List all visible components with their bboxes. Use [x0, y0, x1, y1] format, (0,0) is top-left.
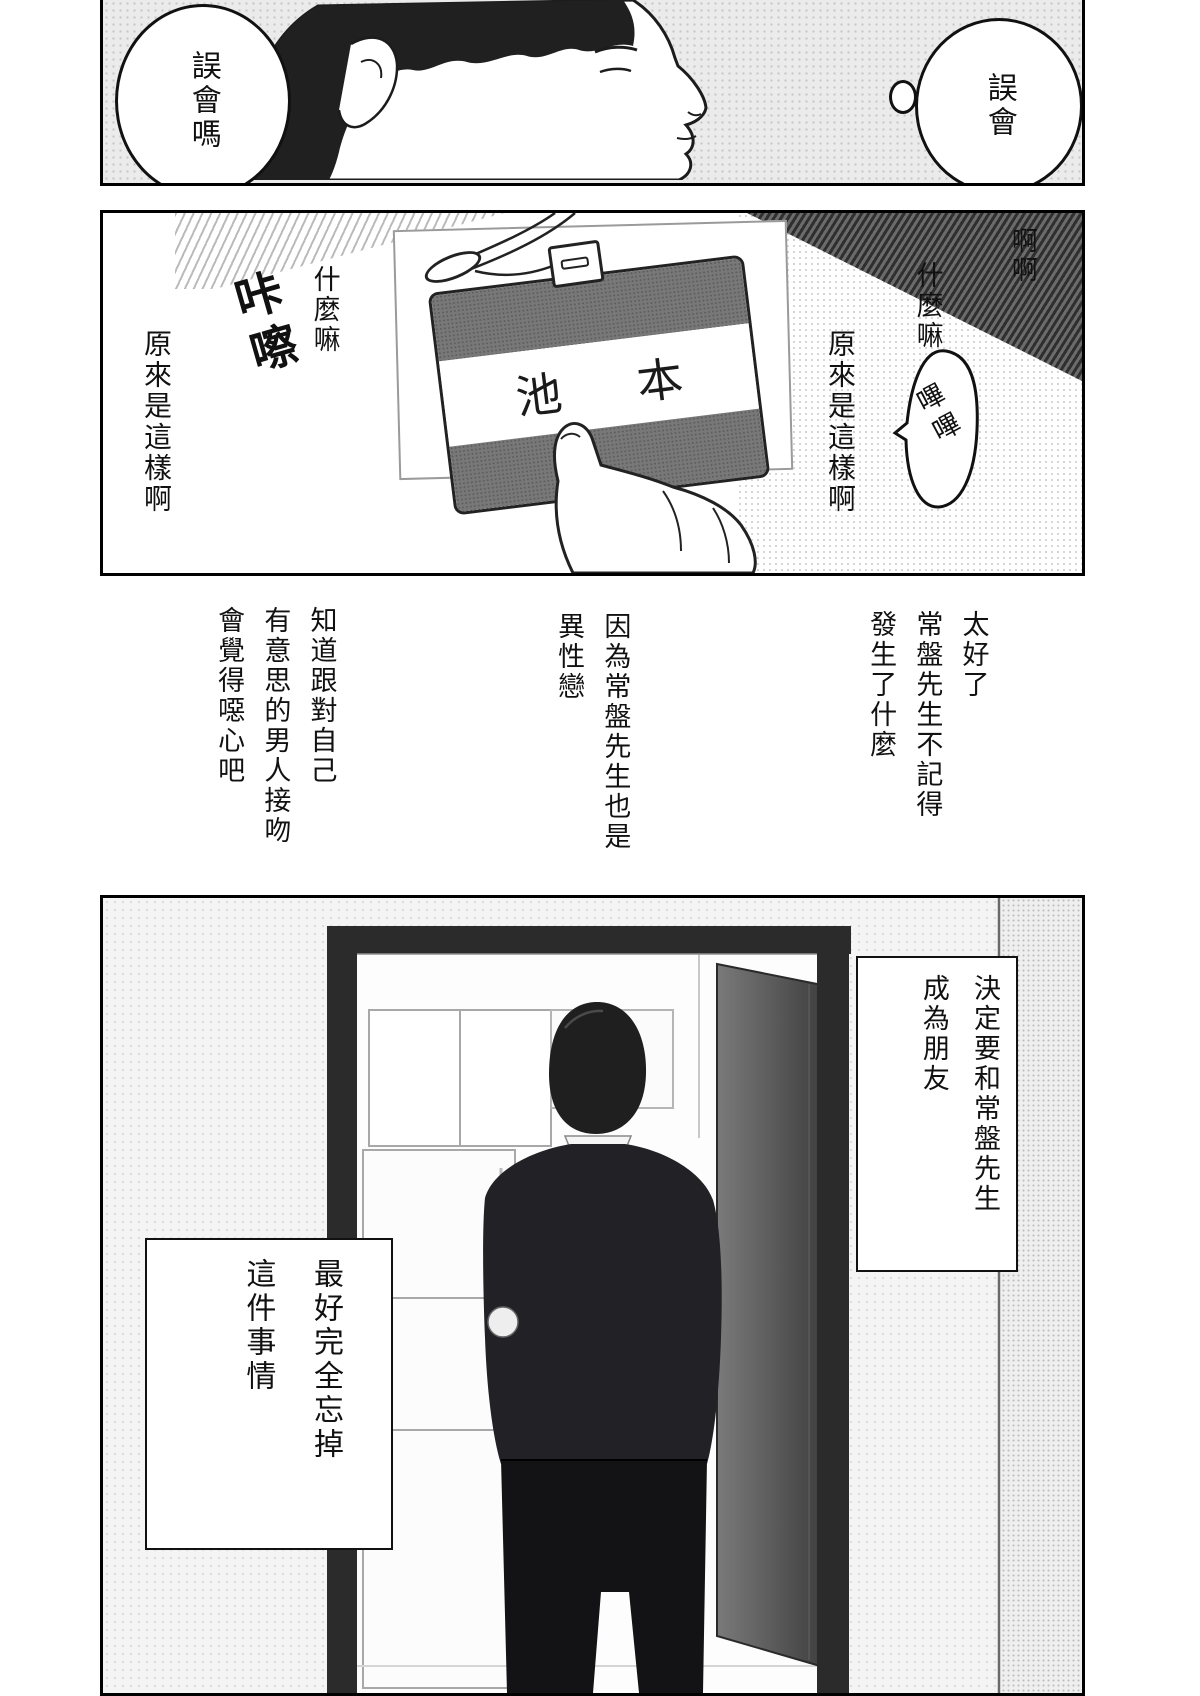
narration-right: 太好了 常盤先生不記得 發生了什麼 [852, 610, 991, 820]
narration-line: 會覺得噁心吧 [213, 606, 245, 786]
narration-line: 常盤先生不記得 [911, 610, 943, 820]
panel-1: 誤會嗎 誤會 [100, 0, 1085, 186]
speech-text-left: 誤會嗎 [185, 50, 221, 152]
sfx-ahah: 啊啊 [1007, 227, 1038, 285]
man-figure [483, 1002, 722, 1693]
hair [247, 0, 635, 180]
nostril [687, 111, 702, 117]
man-head [549, 1002, 647, 1134]
caption-line: 這件事情 [240, 1258, 276, 1394]
narration-middle: 因為常盤先生也是 異性戀 [540, 612, 632, 852]
face-profile-artwork [246, 0, 708, 180]
speech-bubble-left: 誤會嗎 [115, 4, 291, 183]
speech-bubble-right: 誤會 [915, 18, 1082, 183]
door-frame-right [817, 926, 849, 1693]
kitchen-doorway-artwork [327, 898, 1001, 1693]
door-frame-top [327, 926, 851, 954]
ear-inner-line [360, 59, 383, 79]
caption-line: 決定要和常盤先生 [969, 974, 1000, 1214]
beep-bubble-outline [892, 349, 979, 509]
narration-line: 知道跟對自己 [305, 606, 337, 786]
narration-left: 知道跟對自己 有意思的男人接吻 會覺得噁心吧 [200, 606, 339, 846]
cord-link [474, 263, 556, 276]
beep-bubble [892, 349, 979, 509]
caption-box-left: 最好完全忘掉 這件事情 [145, 1238, 393, 1550]
narration-line: 異性戀 [553, 612, 585, 702]
finger-line-1 [662, 490, 682, 552]
caption-line: 成為朋友 [917, 974, 949, 1094]
narration-line: 太好了 [957, 610, 989, 700]
cord-strand-2 [470, 213, 576, 271]
panel-2: 池 本 啊啊 什麼嘛 原來是這樣啊 什麼嘛 咔嚓 原來是這樣啊 嗶嗶 [100, 210, 1085, 576]
thought-circle [889, 80, 917, 114]
man-legs [501, 1460, 707, 1693]
open-door [716, 962, 828, 1670]
caption-line: 最好完全忘掉 [308, 1258, 343, 1462]
panel-3: 決定要和常盤先生 成為朋友 最好完全忘掉 這件事情 [100, 895, 1085, 1696]
narration-line: 發生了什麼 [865, 610, 897, 760]
hand-artwork [553, 422, 757, 573]
hand-holding-badge [553, 422, 757, 573]
ear [337, 36, 399, 129]
man-hand [487, 1306, 519, 1338]
mouth [676, 135, 697, 141]
text-realize-right: 原來是這樣啊 [823, 329, 857, 515]
caption-box-right: 決定要和常盤先生 成為朋友 [856, 956, 1018, 1272]
sfx-what-left: 什麼嘛 [308, 265, 340, 355]
speech-text-right: 誤會 [981, 72, 1017, 140]
finger-line-2 [712, 507, 730, 564]
thumbnail-line [560, 432, 581, 440]
eyebrow [594, 45, 638, 54]
hair-highlight [564, 1009, 604, 1029]
sfx-what-right: 什麼嘛 [911, 261, 943, 351]
narration-line: 因為常盤先生也是 [599, 612, 631, 852]
narration-line: 有意思的男人接吻 [259, 606, 291, 846]
man-torso [483, 1144, 722, 1464]
text-realize-left: 原來是這樣啊 [139, 329, 173, 515]
eye [599, 67, 632, 74]
